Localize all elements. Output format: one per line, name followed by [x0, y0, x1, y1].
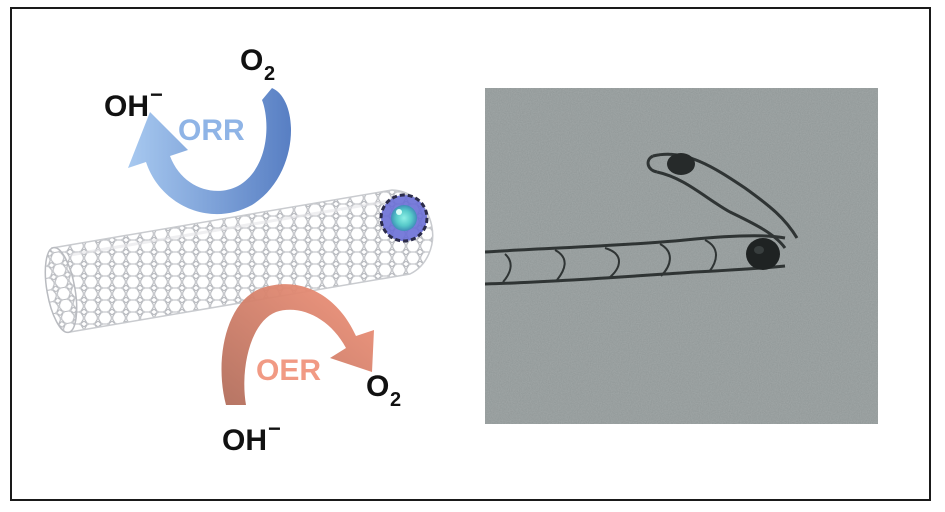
oer-product-o2: O 2 — [366, 370, 401, 411]
orr-product-oh: OH − — [104, 82, 163, 123]
orr-product-main: OH — [104, 90, 149, 123]
carbon-nanotube-icon — [44, 189, 434, 334]
orr-reactant-main: O — [240, 44, 263, 77]
tem-particle-large — [746, 238, 780, 270]
orr-reactant-o2: O 2 — [240, 44, 275, 85]
oer-label: OER — [256, 354, 321, 387]
encapsulated-nanoparticle-icon — [379, 193, 429, 243]
tem-particle-small — [667, 153, 695, 175]
orr-label: ORR — [178, 114, 245, 147]
oer-product-sub: 2 — [390, 389, 401, 411]
tem-micrograph — [485, 88, 878, 424]
oer-arrow — [221, 284, 374, 405]
oer-reactant-main: OH — [222, 424, 267, 457]
oer-reactant-sup: − — [268, 416, 281, 441]
orr-product-sup: − — [150, 82, 163, 107]
orr-reactant-sub: 2 — [264, 63, 275, 85]
oer-reactant-oh: OH − — [222, 416, 281, 457]
orr-arrow — [128, 88, 291, 215]
oer-product-main: O — [366, 370, 389, 403]
